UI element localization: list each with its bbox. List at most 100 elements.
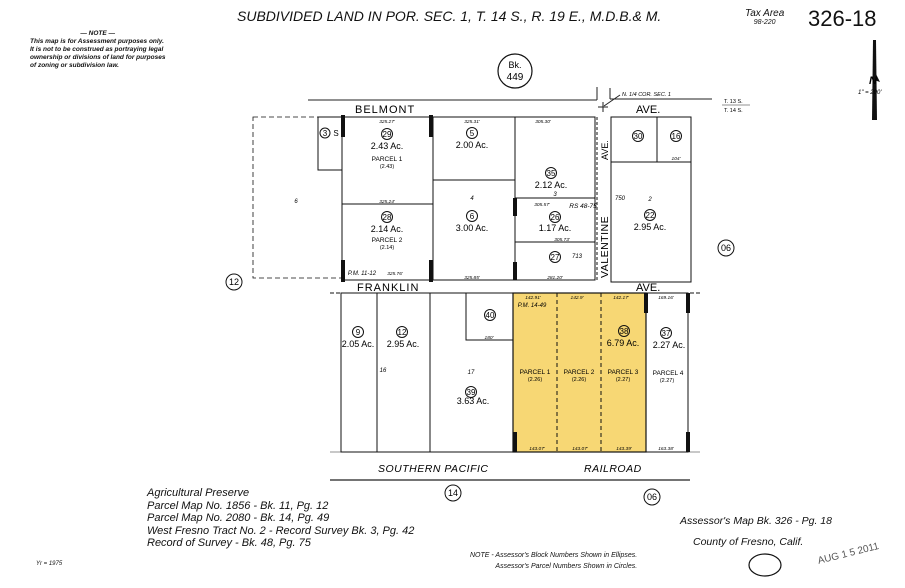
svg-text:2.14 Ac.: 2.14 Ac. [371,224,404,234]
svg-text:(2.14): (2.14) [380,245,395,251]
svg-text:RS 48-75: RS 48-75 [569,203,597,210]
svg-text:S: S [333,129,338,138]
svg-text:12: 12 [398,328,407,337]
reference-line: Parcel Map No. 2080 - Bk. 14, Pg. 49 [147,512,330,524]
svg-text:2.43 Ac.: 2.43 Ac. [371,141,404,151]
svg-text:143.07': 143.07' [529,446,546,452]
svg-text:3: 3 [553,192,557,198]
svg-text:27: 27 [551,253,560,262]
block-prefix: Bk. [508,60,521,70]
svg-text:22: 22 [646,211,655,220]
street-belmont-ave: AVE. [636,104,660,116]
note-line: ownership or divisions of land for purpo… [30,54,166,61]
north-arrow-icon: N 1" = 200' [858,40,882,120]
blank-block-ellipse [748,553,782,577]
svg-text:281.20': 281.20' [546,275,564,281]
parcel-5: 5 2.00 Ac. [456,127,489,150]
svg-text:5: 5 [470,129,475,138]
svg-text:305.57': 305.57' [534,202,551,208]
svg-text:142.91': 142.91' [525,295,542,301]
svg-text:1.17 Ac.: 1.17 Ac. [539,223,572,233]
parcel-37: 372.27 Ac. PARCEL 4(2.27) [653,327,686,384]
svg-text:39: 39 [467,388,476,397]
svg-text:PARCEL 2: PARCEL 2 [564,369,595,376]
svg-text:305.30': 305.30' [535,119,552,125]
svg-text:104': 104' [672,156,682,162]
svg-text:PARCEL 4: PARCEL 4 [653,370,684,377]
county-label: County of Fresno, Calif. [693,536,804,548]
svg-text:PARCEL 1: PARCEL 1 [372,156,403,163]
railroad-name-2: RAILROAD [584,463,642,475]
svg-text:17: 17 [468,370,475,376]
north-label: N [869,75,878,87]
svg-text:2.00 Ac.: 2.00 Ac. [456,140,489,150]
svg-text:305.73': 305.73' [554,237,571,243]
parcel-39: 393.63 Ac. [457,386,489,406]
svg-text:(2.26): (2.26) [572,377,587,383]
section-corner-label: N. 1/4 COR. SEC. 1 [622,92,671,98]
street-franklin: FRANKLIN [357,282,419,294]
svg-text:3.00 Ac.: 3.00 Ac. [456,223,489,233]
parcel-38: 386.79 Ac. PARCEL 1(2.26) PARCEL 2(2.26)… [520,325,640,383]
legend-note: NOTE - Assessor's Block Numbers Shown in… [470,550,637,572]
reference-line: Parcel Map No. 1856 - Bk. 11, Pg. 12 [147,499,329,512]
block-number-ellipse: Bk. 449 [497,53,533,89]
svg-text:143.39': 143.39' [616,446,633,452]
legend-note-2: Assessor's Parcel Numbers Shown in Circl… [495,563,638,570]
svg-text:06: 06 [721,243,731,253]
assessor-map-ref: Assessor's Map Bk. 326 - Pg. 18 [680,515,832,527]
svg-text:(2.26): (2.26) [528,377,543,383]
svg-text:(2.43): (2.43) [380,164,395,170]
adjacent-page-west: 12 [225,273,243,291]
svg-text:6.79 Ac.: 6.79 Ac. [607,338,640,348]
boundary-monuments [341,115,690,452]
adjacent-page-refs: 12 06 14 06 [225,239,735,506]
tax-area-code: 98-220 [753,19,776,26]
reference-line: Record of Survey - Bk. 48, Pg. 75 [147,537,311,549]
street-franklin-ave: AVE. [636,282,660,294]
svg-text:06: 06 [647,492,657,502]
scale-label: 1" = 200' [858,90,882,96]
svg-text:163.38': 163.38' [658,446,675,452]
svg-text:2.95 Ac.: 2.95 Ac. [634,222,667,232]
note-heading: — NOTE — [80,30,116,37]
svg-text:713: 713 [572,254,583,260]
reference-line: Agricultural Preserve [147,487,250,499]
tax-area: Tax Area 98-220 [745,8,784,26]
svg-text:(2.27): (2.27) [616,377,631,383]
svg-text:180': 180' [485,335,495,341]
adjacent-page-south-2: 06 [643,488,661,506]
parcel-boundaries [252,116,700,453]
adjacent-page-south-1: 14 [444,484,462,502]
svg-text:P.M. 14-49: P.M. 14-49 [518,303,547,309]
svg-text:28: 28 [383,213,392,222]
svg-text:26: 26 [551,213,560,222]
parcel-12: 122.95 Ac. [387,326,419,349]
highlighted-parcel-38[interactable] [513,293,646,452]
parcel-30: 30 [632,130,644,142]
railroad-name-1: SOUTHERN PACIFIC [378,463,488,475]
svg-text:2.27 Ac.: 2.27 Ac. [653,340,686,350]
street-belmont: BELMONT [355,104,415,116]
svg-text:750: 750 [615,196,626,202]
township-upper: T. 13 S. [724,99,743,105]
street-valentine: VALENTINE [599,216,611,278]
svg-text:16: 16 [380,368,387,374]
svg-text:169.16': 169.16' [658,295,675,301]
svg-text:(2.27): (2.27) [660,378,675,384]
svg-text:325.24': 325.24' [379,199,396,205]
dimension-labels: 325.27' 325.31' 305.30' 325.24' 325.76' … [379,119,681,452]
lot-numbers: 6 4 3 2 16 17 713 750 P.M. 11-12 P.M. 14… [294,192,652,376]
svg-text:143.07': 143.07' [572,446,589,452]
svg-text:14: 14 [448,488,458,498]
svg-text:6: 6 [470,212,475,221]
svg-text:325.76': 325.76' [387,271,404,277]
parcel-29: 29 2.43 Ac.PARCEL 1(2.43) [371,128,404,170]
legend-note-1: NOTE - Assessor's Block Numbers Shown in… [470,552,638,559]
svg-text:PARCEL 2: PARCEL 2 [372,237,403,244]
parcel-27: 27 [549,251,561,263]
svg-text:16: 16 [672,132,681,141]
year-label: Yr = 1975 [36,561,63,567]
